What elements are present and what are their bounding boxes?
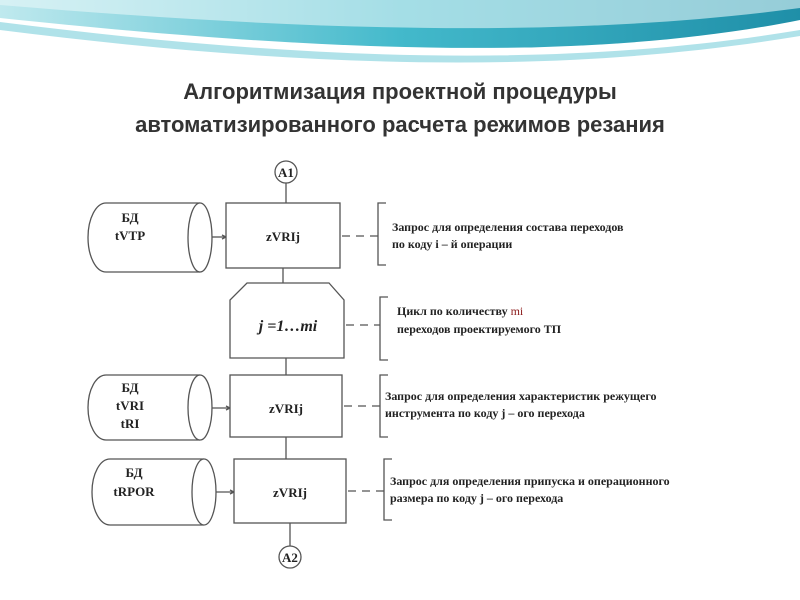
svg-text:БД: БД [121, 380, 138, 395]
process-block-query-2-label: zVRIj [269, 401, 303, 416]
connector-a2 [278, 545, 302, 569]
slide-title-line-2: автоматизированного расчета режимов реза… [135, 112, 665, 137]
svg-text:tVTP: tVTP [115, 228, 145, 243]
connector-a1-label: A1 [278, 165, 294, 180]
connector-a2-label: A2 [282, 550, 298, 565]
comment-1-line-2: по коду i – й операции [392, 237, 512, 251]
comment-3-line-1: Запрос для определения характеристик реж… [385, 389, 657, 403]
svg-text:БД: БД [125, 465, 142, 480]
loop-block-label: j =1…mi [256, 318, 318, 335]
comment-4-line-2: размера по коду j – ого перехода [390, 491, 563, 505]
database-cylinder-3: БД tRPOR [91, 458, 217, 526]
loop-count-variable: mi [511, 304, 524, 318]
process-block-query-1 [225, 202, 341, 269]
comment-3-line-2: инструмента по коду j – ого перехода [385, 406, 585, 420]
svg-text:БД: БД [121, 210, 138, 225]
comment-4-line-1: Запрос для определения припуска и операц… [390, 474, 670, 488]
header-swoosh-decoration [0, 0, 800, 63]
loop-block [229, 282, 345, 359]
svg-text:tVRI: tVRI [116, 398, 144, 413]
database-cylinder-1: БД tVTP [87, 202, 213, 273]
comment-bracket [377, 202, 386, 266]
process-block-query-1-label: zVRIj [266, 229, 300, 244]
process-block-query-3-label: zVRIj [273, 485, 307, 500]
slide-title-line-1: Алгоритмизация проектной процедуры [183, 79, 617, 104]
comment-2-line-2: переходов проектируемого ТП [397, 322, 562, 336]
comment-1-line-1: Запрос для определения состава переходов [392, 220, 624, 234]
comment-2-line-1: Цикл по количеству mi [397, 304, 524, 318]
svg-text:tRI: tRI [121, 416, 140, 431]
svg-text:tRPOR: tRPOR [113, 484, 155, 499]
database-cylinder-2: БД tVRI tRI [87, 374, 213, 441]
